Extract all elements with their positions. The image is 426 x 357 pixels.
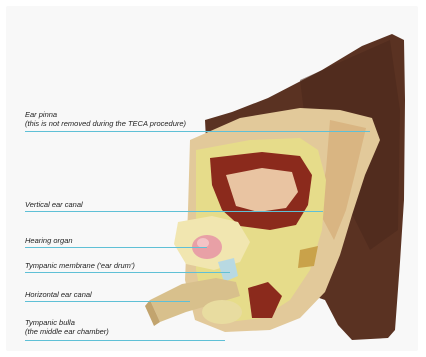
label-tympanic-membrane-title: Tympanic membrane ('ear drum') [25, 261, 135, 270]
label-ear-pinna: Ear pinna (this is not removed during th… [25, 110, 186, 128]
leader-line-tympanic-membrane [25, 272, 230, 273]
label-horizontal-ear-canal: Horizontal ear canal [25, 290, 92, 299]
label-hearing-organ: Hearing organ [25, 236, 73, 245]
leader-line-vertical [25, 211, 323, 212]
tympanic-bulla [202, 300, 242, 324]
label-horizontal-ear-canal-title: Horizontal ear canal [25, 290, 92, 299]
label-tympanic-membrane: Tympanic membrane ('ear drum') [25, 261, 135, 270]
label-tympanic-bulla-note: (the middle ear chamber) [25, 327, 109, 336]
label-hearing-organ-title: Hearing organ [25, 236, 73, 245]
label-tympanic-bulla: Tympanic bulla (the middle ear chamber) [25, 318, 109, 336]
label-tympanic-bulla-title: Tympanic bulla [25, 318, 109, 327]
label-ear-pinna-title: Ear pinna [25, 110, 186, 119]
canal-lumen [226, 168, 298, 212]
leader-line-horizontal [25, 301, 190, 302]
leader-line-hearing [25, 247, 207, 248]
leader-line-pinna [25, 131, 370, 132]
leader-line-bulla [25, 340, 225, 341]
label-vertical-ear-canal-title: Vertical ear canal [25, 200, 83, 209]
label-vertical-ear-canal: Vertical ear canal [25, 200, 83, 209]
label-ear-pinna-note: (this is not removed during the TECA pro… [25, 119, 186, 128]
